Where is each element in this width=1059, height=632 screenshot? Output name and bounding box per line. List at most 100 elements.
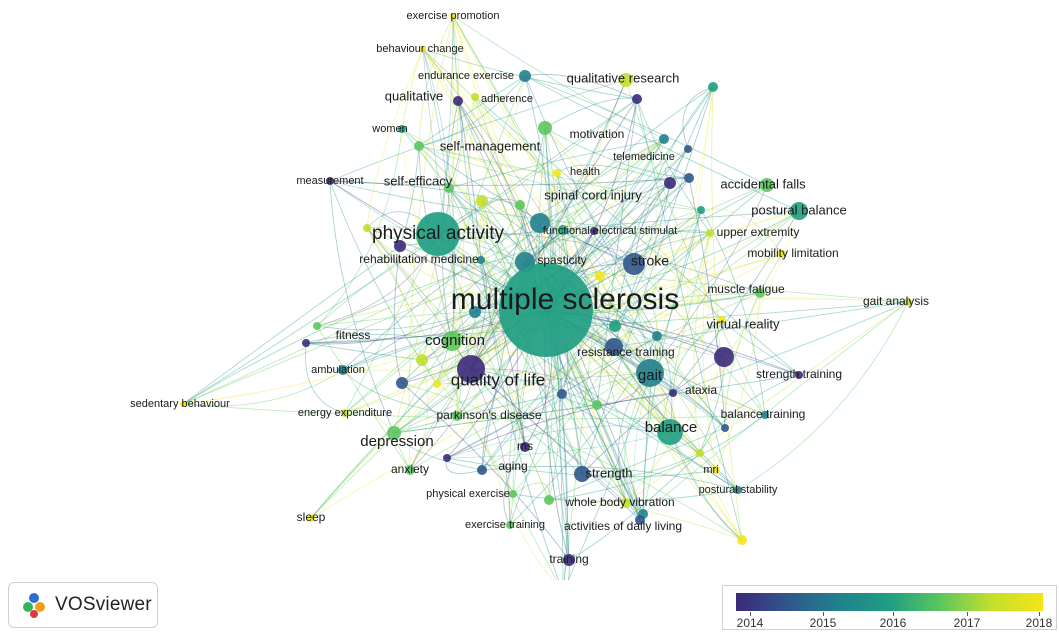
network-node[interactable] bbox=[444, 183, 454, 193]
network-node[interactable] bbox=[515, 200, 525, 210]
network-node[interactable] bbox=[595, 271, 605, 281]
network-node[interactable] bbox=[433, 380, 441, 388]
node-label[interactable]: physical exercise bbox=[426, 488, 510, 500]
network-node[interactable] bbox=[469, 306, 481, 318]
node-label[interactable]: whole body vibration bbox=[564, 495, 674, 509]
node-label[interactable]: women bbox=[371, 123, 407, 135]
node-label[interactable]: energy expenditure bbox=[298, 407, 392, 419]
network-node[interactable] bbox=[506, 521, 514, 529]
network-node[interactable] bbox=[684, 173, 694, 183]
network-node[interactable] bbox=[790, 202, 808, 220]
network-node[interactable] bbox=[453, 96, 463, 106]
node-label[interactable]: exercise promotion bbox=[407, 10, 500, 22]
node-label[interactable]: anxiety bbox=[391, 462, 429, 476]
network-node[interactable] bbox=[450, 13, 456, 19]
network-node[interactable] bbox=[509, 490, 517, 498]
node-label[interactable]: exercise training bbox=[465, 519, 545, 531]
node-label[interactable]: self-management bbox=[440, 138, 541, 153]
network-node[interactable] bbox=[477, 465, 487, 475]
network-node[interactable] bbox=[394, 240, 406, 252]
network-node[interactable] bbox=[457, 355, 485, 383]
network-node[interactable] bbox=[530, 213, 550, 233]
node-label[interactable]: postural balance bbox=[751, 202, 846, 217]
network-node[interactable] bbox=[558, 225, 568, 235]
node-label[interactable]: qualitative research bbox=[567, 70, 680, 85]
node-label[interactable]: sedentary behaviour bbox=[130, 398, 230, 410]
network-node[interactable] bbox=[302, 339, 310, 347]
node-label[interactable]: ms bbox=[517, 439, 533, 453]
network-node[interactable] bbox=[341, 409, 349, 417]
network-node[interactable] bbox=[420, 46, 426, 52]
node-label[interactable]: parkinson's disease bbox=[436, 408, 541, 422]
node-label[interactable]: upper extremity bbox=[717, 225, 800, 239]
node-label[interactable]: qualitative bbox=[385, 88, 444, 103]
node-label[interactable]: cognition bbox=[425, 332, 485, 349]
node-label[interactable]: functional electrical stimulat bbox=[543, 225, 678, 237]
network-node[interactable] bbox=[476, 195, 488, 207]
network-node[interactable] bbox=[592, 400, 602, 410]
node-label[interactable]: muscle fatigue bbox=[707, 282, 785, 296]
network-node[interactable] bbox=[544, 495, 554, 505]
node-label[interactable]: balance bbox=[645, 419, 698, 436]
network-node[interactable] bbox=[619, 73, 633, 87]
network-node[interactable] bbox=[696, 449, 704, 457]
network-node[interactable] bbox=[442, 331, 462, 351]
node-label[interactable]: telemedicine bbox=[613, 151, 675, 163]
network-node[interactable] bbox=[326, 177, 334, 185]
network-node[interactable] bbox=[605, 338, 623, 356]
node-label[interactable]: self-efficacy bbox=[384, 173, 453, 188]
network-node[interactable] bbox=[387, 426, 401, 440]
node-label[interactable]: rehabilitation medicine bbox=[359, 252, 479, 266]
node-label[interactable]: spasticity bbox=[537, 253, 586, 267]
node-label[interactable]: ataxia bbox=[685, 383, 717, 397]
network-node[interactable] bbox=[477, 256, 485, 264]
node-label[interactable]: physical activity bbox=[372, 223, 504, 244]
node-label[interactable]: training bbox=[549, 552, 588, 566]
network-node[interactable] bbox=[652, 331, 662, 341]
node-label[interactable]: quality of life bbox=[451, 370, 546, 389]
node-label[interactable]: sleep bbox=[297, 510, 326, 524]
network-node[interactable] bbox=[609, 320, 621, 332]
network-node[interactable] bbox=[396, 377, 408, 389]
node-label[interactable]: adherence bbox=[481, 93, 533, 105]
network-node[interactable] bbox=[499, 263, 593, 357]
node-label[interactable]: mri bbox=[703, 464, 718, 476]
node-label[interactable]: measurement bbox=[296, 175, 363, 187]
network-node[interactable] bbox=[623, 253, 645, 275]
network-node[interactable] bbox=[659, 134, 669, 144]
network-node[interactable] bbox=[416, 354, 428, 366]
network-node[interactable] bbox=[338, 365, 348, 375]
node-label[interactable]: virtual reality bbox=[707, 316, 780, 331]
network-node[interactable] bbox=[684, 145, 692, 153]
node-label[interactable]: behaviour change bbox=[376, 43, 463, 55]
network-node[interactable] bbox=[737, 535, 747, 545]
network-node[interactable] bbox=[452, 411, 462, 421]
network-node[interactable] bbox=[795, 371, 803, 379]
network-node[interactable] bbox=[574, 466, 590, 482]
network-node[interactable] bbox=[471, 93, 479, 101]
network-node[interactable] bbox=[904, 298, 912, 306]
network-node[interactable] bbox=[443, 454, 451, 462]
node-label[interactable]: depression bbox=[360, 433, 433, 450]
network-node[interactable] bbox=[520, 442, 530, 452]
network-node[interactable] bbox=[313, 322, 321, 330]
node-label[interactable]: mobility limitation bbox=[747, 246, 838, 260]
network-node[interactable] bbox=[734, 486, 742, 494]
network-node[interactable] bbox=[414, 141, 424, 151]
network-node[interactable] bbox=[760, 178, 774, 192]
network-node[interactable] bbox=[697, 206, 705, 214]
network-node[interactable] bbox=[363, 224, 371, 232]
node-label[interactable]: balance training bbox=[721, 407, 806, 421]
network-node[interactable] bbox=[635, 515, 645, 525]
network-node[interactable] bbox=[632, 94, 642, 104]
network-node[interactable] bbox=[405, 465, 415, 475]
network-node[interactable] bbox=[636, 359, 664, 387]
node-label[interactable]: stroke bbox=[631, 253, 669, 269]
network-node[interactable] bbox=[307, 514, 315, 522]
network-node[interactable] bbox=[669, 389, 677, 397]
network-node[interactable] bbox=[714, 347, 734, 367]
node-label[interactable]: strength bbox=[586, 465, 633, 480]
node-label[interactable]: health bbox=[570, 166, 600, 178]
node-label[interactable]: motivation bbox=[570, 127, 625, 141]
network-node[interactable] bbox=[180, 401, 186, 407]
